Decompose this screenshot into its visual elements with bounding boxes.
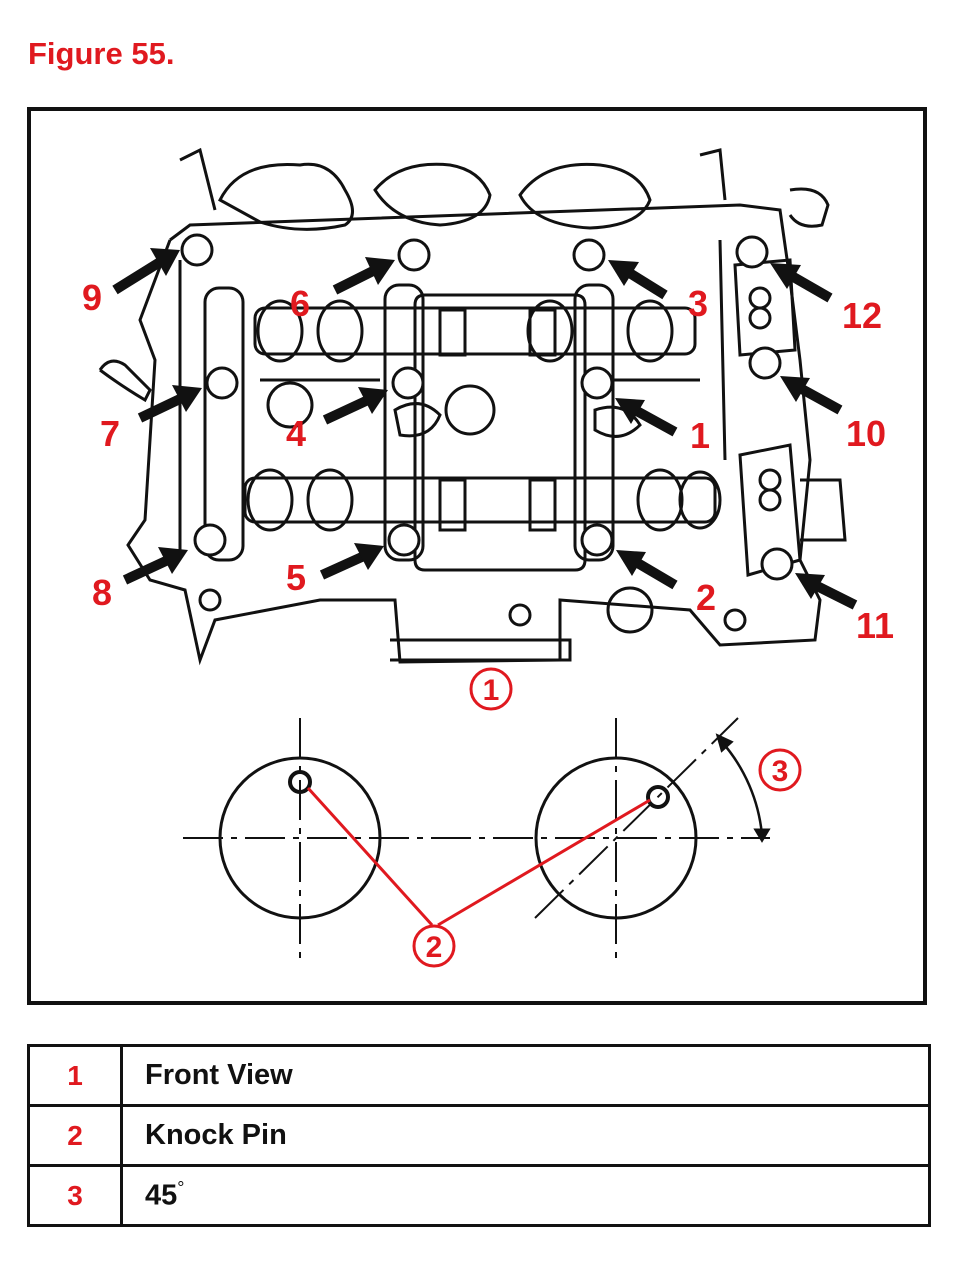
bolt-1 — [580, 366, 614, 400]
angle-marker: 3 — [758, 748, 802, 792]
arrow-11 — [812, 580, 858, 610]
callout-4: 4 — [286, 413, 306, 454]
arrow-10 — [797, 383, 843, 415]
callout-12: 12 — [842, 295, 882, 336]
legend-table: 1 Front View 2 Knock Pin 3 45° — [27, 1044, 931, 1227]
legend-row: 2 Knock Pin — [27, 1104, 931, 1167]
legend-number: 3 — [27, 1164, 123, 1227]
bolt-2 — [580, 523, 614, 557]
bolt-11 — [760, 547, 794, 581]
callout-3: 3 — [688, 283, 708, 324]
bolt-5 — [387, 523, 421, 557]
right-knock-pin — [646, 785, 670, 809]
callout-5: 5 — [286, 557, 306, 598]
arrow-4 — [322, 395, 371, 425]
arrow-8 — [122, 555, 171, 585]
arrow-1 — [632, 405, 678, 437]
legend-description-cell: 45° — [120, 1164, 931, 1227]
arrow-2 — [633, 557, 678, 590]
sequence-callouts: 9 6 3 12 7 4 1 10 8 5 2 11 — [82, 277, 894, 646]
bolt-6 — [397, 238, 431, 272]
callout-9: 9 — [82, 277, 102, 318]
legend-description: 45 — [145, 1179, 178, 1212]
callout-1: 1 — [690, 415, 710, 456]
knock-pin-marker: 2 — [412, 924, 456, 968]
callout-8: 8 — [92, 572, 112, 613]
figure-title: Figure 55. — [28, 36, 175, 71]
callout-2: 2 — [696, 577, 716, 618]
left-knock-pin — [288, 770, 312, 794]
figure-frame — [27, 107, 927, 1005]
legend-description: Front View — [120, 1044, 931, 1107]
arrow-7 — [137, 393, 185, 423]
arrow-9 — [112, 257, 163, 295]
bolt-4 — [391, 366, 425, 400]
bolt-12 — [735, 235, 769, 269]
angle-arc — [721, 741, 764, 836]
bolt-10 — [748, 346, 782, 380]
knock-pin-leaders — [306, 786, 651, 927]
bolt-7 — [205, 366, 239, 400]
bolt-8 — [193, 523, 227, 557]
angle-number: 3 — [772, 755, 789, 788]
front-view-number: 1 — [483, 674, 500, 707]
cylinder-head-drawing — [98, 147, 847, 666]
callout-10: 10 — [846, 413, 886, 454]
legend-number: 1 — [27, 1044, 123, 1107]
cylinder-head-diagram: 9 6 3 12 7 4 1 10 8 5 2 11 1 2 — [82, 147, 894, 968]
callout-11: 11 — [856, 605, 894, 646]
arrow-5 — [319, 551, 367, 580]
front-view-marker: 1 — [469, 667, 513, 711]
bolts — [180, 233, 794, 581]
bolt-3 — [572, 238, 606, 272]
knock-pin-number: 2 — [426, 931, 443, 964]
arrow-12 — [787, 270, 833, 303]
legend-row: 1 Front View — [27, 1044, 931, 1107]
legend-description: Knock Pin — [120, 1104, 931, 1167]
legend-number: 2 — [27, 1104, 123, 1167]
callout-6: 6 — [290, 283, 310, 324]
callout-7: 7 — [100, 413, 120, 454]
legend-row: 3 45° — [27, 1164, 931, 1227]
knock-pin-diagram — [183, 717, 771, 958]
degree-symbol: ° — [177, 1178, 185, 1199]
torque-sequence-arrows — [112, 248, 858, 610]
arrow-6 — [332, 265, 378, 295]
arrow-3 — [625, 267, 668, 300]
bolt-9 — [180, 233, 214, 267]
